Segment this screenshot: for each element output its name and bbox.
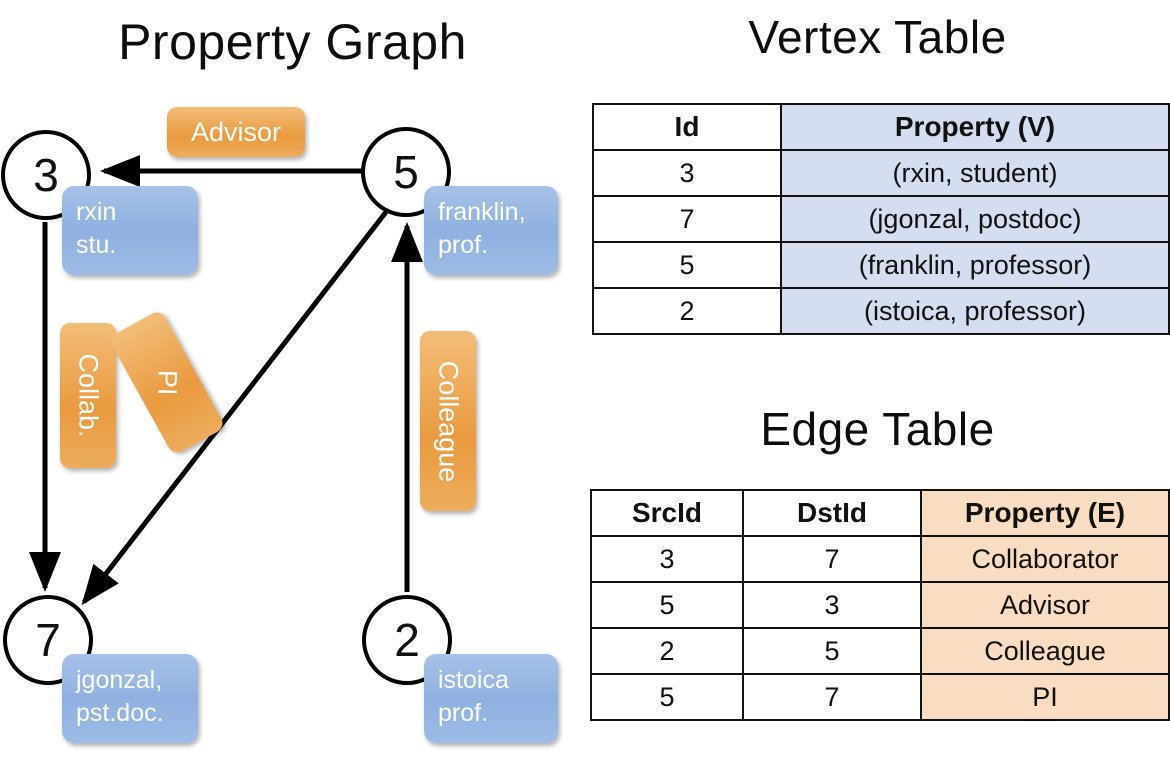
edge-table: SrcId DstId Property (E) 3 7 Collaborato… [590, 489, 1170, 721]
edge-row-2-dst: 5 [742, 627, 922, 675]
page-title-vertex-table: Vertex Table [748, 11, 1007, 63]
edge-row-3-property: PI [920, 673, 1170, 721]
table-row[interactable]: 3 (rxin, student) [592, 149, 1170, 197]
graph-node-7-label: 7 [35, 614, 61, 666]
vertex-row-0-id: 3 [592, 149, 782, 197]
graph-node-3-property-box: rxin stu. [62, 186, 198, 275]
page-title-property-graph: Property Graph [118, 14, 467, 70]
vertex-table-header-row: Id Property (V) [592, 103, 1170, 151]
graph-node-2[interactable]: 2 [362, 595, 452, 685]
edge-row-2-property: Colleague [920, 627, 1170, 675]
edge-row-1-property: Advisor [920, 581, 1170, 629]
graph-edge-5-to-7-pi [81, 210, 388, 606]
graph-edge-label-pi-text: PI [152, 369, 183, 396]
graph-node-7-property-box: jgonzal, pst.doc. [62, 654, 198, 743]
edge-table-header-row: SrcId DstId Property (E) [590, 489, 1170, 537]
graph-edge-label-collab-text: Collab. [73, 353, 104, 438]
table-row[interactable]: 3 7 Collaborator [590, 535, 1170, 583]
vertex-table-header-property: Property (V) [780, 103, 1170, 151]
graph-node-5-property-line-2: prof. [438, 231, 489, 259]
graph-node-5-label: 5 [393, 146, 419, 198]
edge-row-1-src: 5 [590, 581, 744, 629]
edge-row-2-src: 2 [590, 627, 744, 675]
edge-row-0-dst: 7 [742, 535, 922, 583]
edge-table-header-srcid: SrcId [590, 489, 744, 537]
edge-row-0-src: 3 [590, 535, 744, 583]
vertex-row-2-id: 5 [592, 241, 782, 289]
vertex-row-2-property: (franklin, professor) [780, 241, 1170, 289]
graph-node-5-property-box: franklin, prof. [424, 186, 558, 275]
table-row[interactable]: 5 3 Advisor [590, 581, 1170, 629]
vertex-table-header-id: Id [592, 103, 782, 151]
graph-node-2-label: 2 [394, 614, 420, 666]
table-row[interactable]: 7 (jgonzal, postdoc) [592, 195, 1170, 243]
graph-edge-label-collab: Collab. [60, 323, 116, 468]
edge-row-3-dst: 7 [742, 673, 922, 721]
vertex-row-1-id: 7 [592, 195, 782, 243]
page-title-edge-table: Edge Table [760, 403, 995, 455]
graph-node-2-property-line-2: prof. [438, 699, 489, 727]
graph-node-5[interactable]: 5 [361, 127, 451, 217]
graph-node-2-property-line-1: istoica [438, 666, 509, 694]
graph-node-7-property-line-1: jgonzal, [76, 666, 163, 694]
table-row[interactable]: 5 (franklin, professor) [592, 241, 1170, 289]
edge-table-header-dstid: DstId [742, 489, 922, 537]
vertex-row-0-property: (rxin, student) [780, 149, 1170, 197]
graph-edge-label-colleague: Colleague [420, 331, 476, 511]
graph-node-7-property-line-2: pst.doc. [76, 699, 164, 727]
edge-row-1-dst: 3 [742, 581, 922, 629]
edge-row-0-property: Collaborator [920, 535, 1170, 583]
graph-edge-label-colleague-text: Colleague [433, 360, 464, 482]
graph-node-3-label: 3 [33, 149, 59, 201]
graph-edges-svg [29, 155, 423, 606]
edge-table-header-property: Property (E) [920, 489, 1170, 537]
graph-node-5-property-line-1: franklin, [438, 198, 526, 226]
vertex-row-1-property: (jgonzal, postdoc) [780, 195, 1170, 243]
edge-row-3-src: 5 [590, 673, 744, 721]
graph-node-2-property-box: istoica prof. [424, 654, 558, 743]
property-graph-diagram: 3 5 7 2 rxin stu. franklin, prof. jgonza… [1, 107, 558, 743]
vertex-table: Id Property (V) 3 (rxin, student) 7 (jgo… [592, 103, 1170, 335]
graph-node-3-property-line-2: stu. [76, 231, 117, 259]
graph-edge-label-advisor-text: Advisor [190, 116, 282, 147]
graph-edge-label-advisor: Advisor [167, 107, 305, 157]
vertex-row-3-id: 2 [592, 287, 782, 335]
table-row[interactable]: 5 7 PI [590, 673, 1170, 721]
table-row[interactable]: 2 5 Colleague [590, 627, 1170, 675]
vertex-row-3-property: (istoica, professor) [780, 287, 1170, 335]
table-row[interactable]: 2 (istoica, professor) [592, 287, 1170, 335]
graph-node-3-property-line-1: rxin [76, 198, 117, 226]
